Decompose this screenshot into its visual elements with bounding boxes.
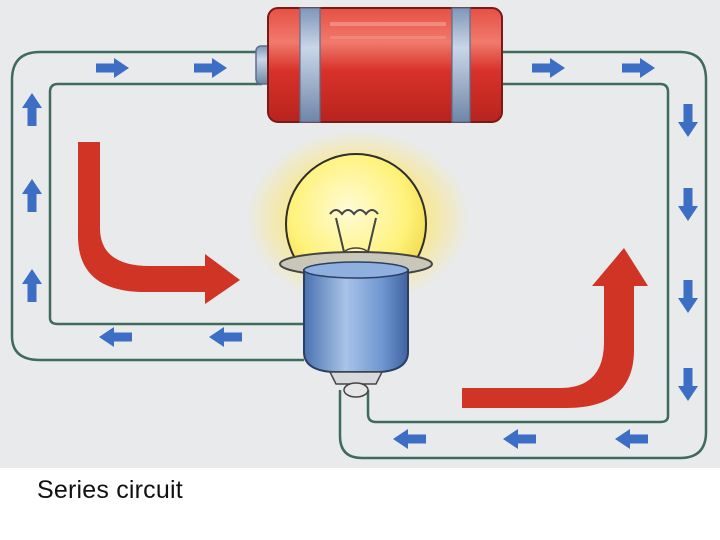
light-bulb-icon: [246, 130, 470, 398]
flow-arrow-right: [462, 248, 648, 408]
diagram-caption: Series circuit: [37, 476, 183, 504]
wire-loop: [10, 50, 708, 460]
flow-arrow-left: [78, 142, 240, 304]
battery-icon: [255, 7, 503, 123]
series-circuit-illustration: [0, 0, 720, 468]
